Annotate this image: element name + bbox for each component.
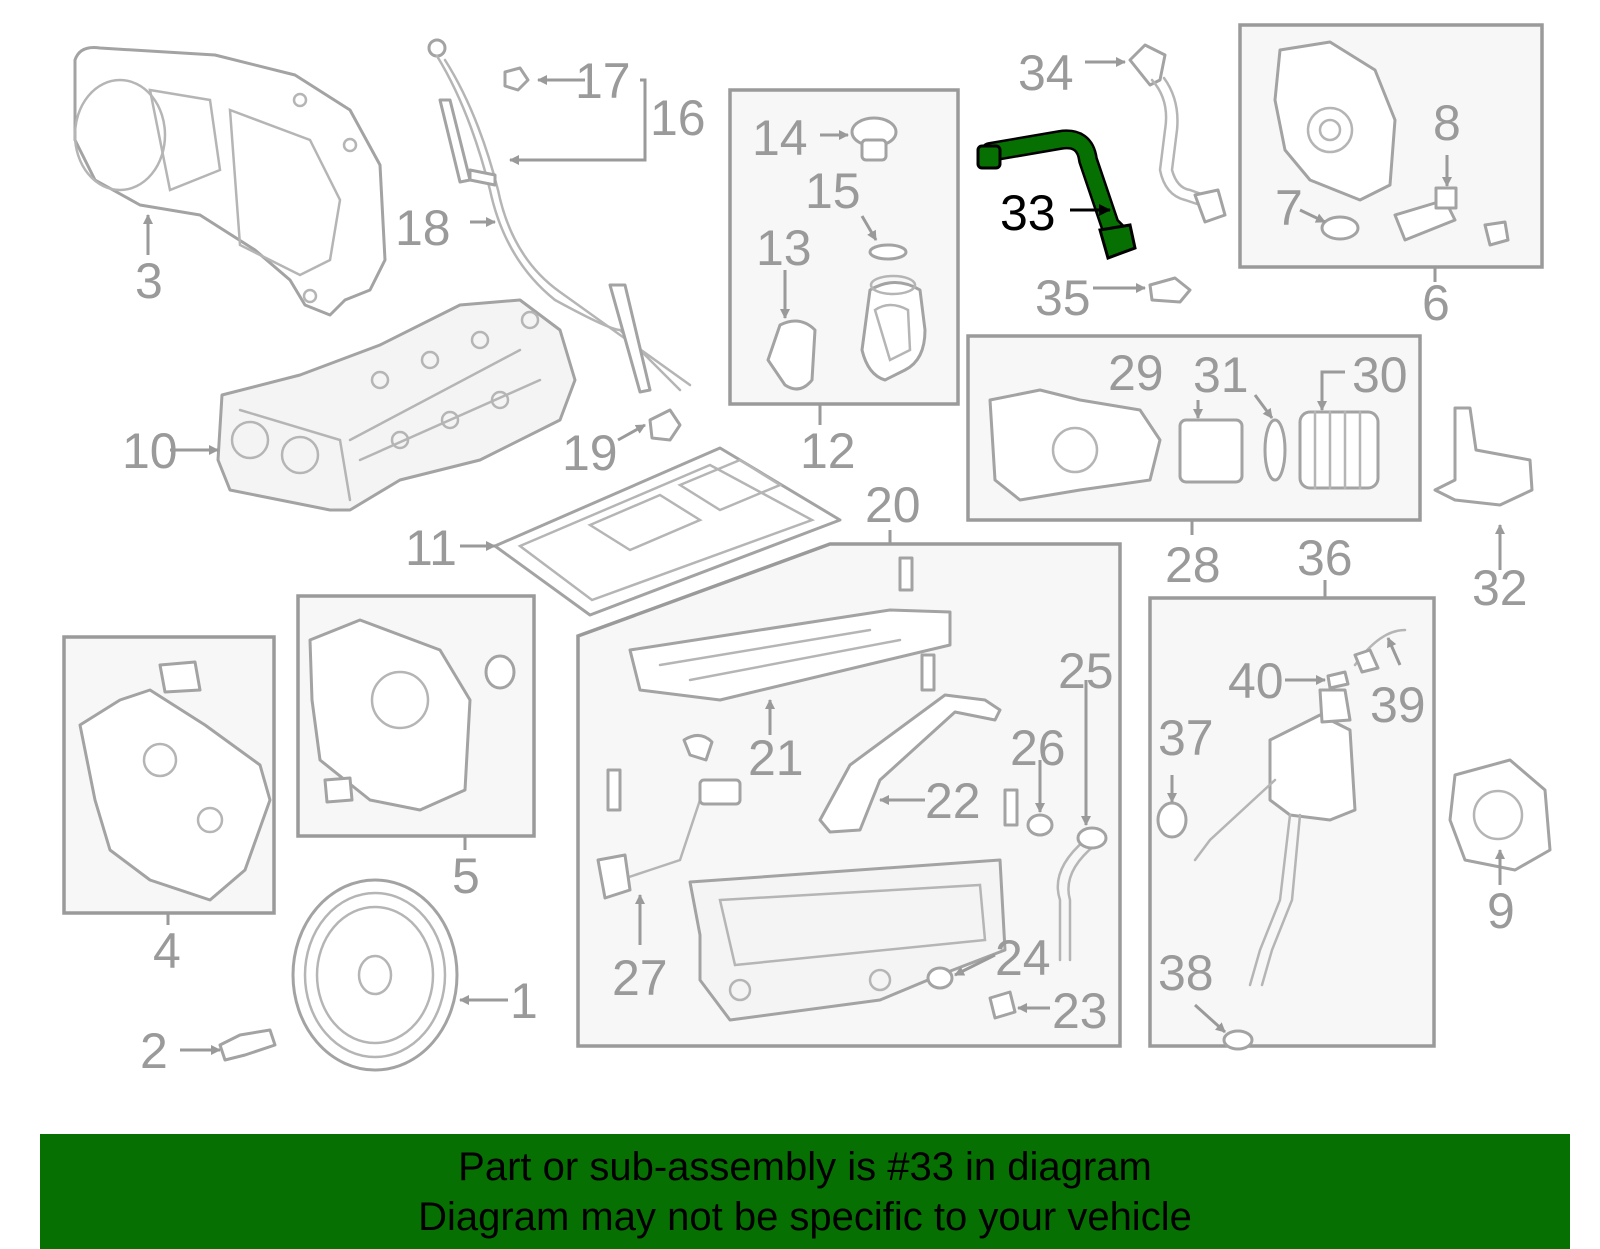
leader-lines — [143, 57, 1505, 1055]
part-label-33: 33 — [1000, 185, 1056, 241]
part-label-22: 22 — [925, 773, 981, 829]
seal-part-19 — [648, 408, 682, 442]
mount-bracket-part-4 — [78, 660, 272, 902]
part-label-27: 27 — [612, 950, 668, 1006]
part-label-34: 34 — [1018, 45, 1074, 101]
part-label-6: 6 — [1422, 275, 1450, 331]
part-label-19: 19 — [562, 425, 618, 481]
info-banner: Part or sub-assembly is #33 in diagram D… — [40, 1134, 1570, 1249]
part-label-5: 5 — [452, 848, 480, 904]
oil-pan-baffle-part — [628, 556, 952, 702]
timing-cover-part — [73, 46, 387, 317]
part-label-16: 16 — [650, 90, 706, 146]
gasket-part-11 — [493, 446, 842, 617]
part-number-labels: 1 2 3 4 5 6 7 8 9 10 11 12 13 14 15 16 1… — [122, 45, 1528, 1079]
part-label-8: 8 — [1433, 95, 1461, 151]
part-label-29: 29 — [1108, 345, 1164, 401]
part-label-26: 26 — [1010, 720, 1066, 776]
part-label-24: 24 — [995, 930, 1051, 986]
vacuum-pump-part — [1273, 40, 1510, 247]
part-label-25: 25 — [1058, 643, 1114, 699]
banner-line-1: Part or sub-assembly is #33 in diagram — [458, 1144, 1152, 1189]
oil-filter-housing-part — [988, 388, 1380, 502]
part-label-38: 38 — [1158, 945, 1214, 1001]
sensor-part-35 — [1148, 276, 1192, 304]
dipstick-part — [427, 38, 692, 394]
sensor-harness-part-27 — [596, 734, 742, 900]
oil-return-tube-part — [926, 788, 1108, 1020]
part-label-10: 10 — [122, 423, 178, 479]
oil-pan-part — [688, 858, 1007, 1022]
part-label-17: 17 — [575, 53, 631, 109]
part-label-15: 15 — [805, 163, 861, 219]
part-label-7: 7 — [1275, 180, 1303, 236]
bracket-part-32 — [1433, 406, 1534, 507]
part-label-40: 40 — [1228, 653, 1284, 709]
front-cover-part-5 — [308, 618, 516, 812]
part-label-14: 14 — [752, 110, 808, 166]
part-label-36: 36 — [1297, 530, 1353, 586]
part-label-9: 9 — [1487, 883, 1515, 939]
oil-fill-housing-part — [766, 116, 927, 391]
part-label-2: 2 — [140, 1023, 168, 1079]
part-label-13: 13 — [756, 220, 812, 276]
part-label-1: 1 — [510, 973, 538, 1029]
part-label-30: 30 — [1352, 347, 1408, 403]
part-label-12: 12 — [800, 423, 856, 479]
hose-part-34 — [1128, 43, 1227, 224]
part-label-31: 31 — [1193, 347, 1249, 403]
oil-separator-part — [1156, 628, 1407, 1051]
part-label-20: 20 — [865, 477, 921, 533]
part-label-23: 23 — [1052, 983, 1108, 1039]
banner-line-2: Diagram may not be specific to your vehi… — [418, 1194, 1192, 1239]
hose-part-33-highlighted — [976, 129, 1137, 260]
part-label-11: 11 — [405, 520, 457, 576]
cylinder-head-part — [216, 298, 577, 512]
part-label-18: 18 — [395, 200, 451, 256]
part-label-4: 4 — [153, 923, 181, 979]
part-label-35: 35 — [1035, 270, 1091, 326]
part-label-3: 3 — [135, 253, 163, 309]
crank-pulley-part — [218, 878, 459, 1072]
part-label-21: 21 — [748, 730, 804, 786]
group-box-36 — [1148, 596, 1436, 1048]
rear-seal-part-9 — [1448, 758, 1552, 872]
part-label-37: 37 — [1158, 710, 1214, 766]
part-label-32: 32 — [1472, 560, 1528, 616]
part-label-39: 39 — [1370, 677, 1426, 733]
oil-pickup-tube-part — [818, 693, 1002, 834]
part-label-28: 28 — [1165, 537, 1221, 593]
